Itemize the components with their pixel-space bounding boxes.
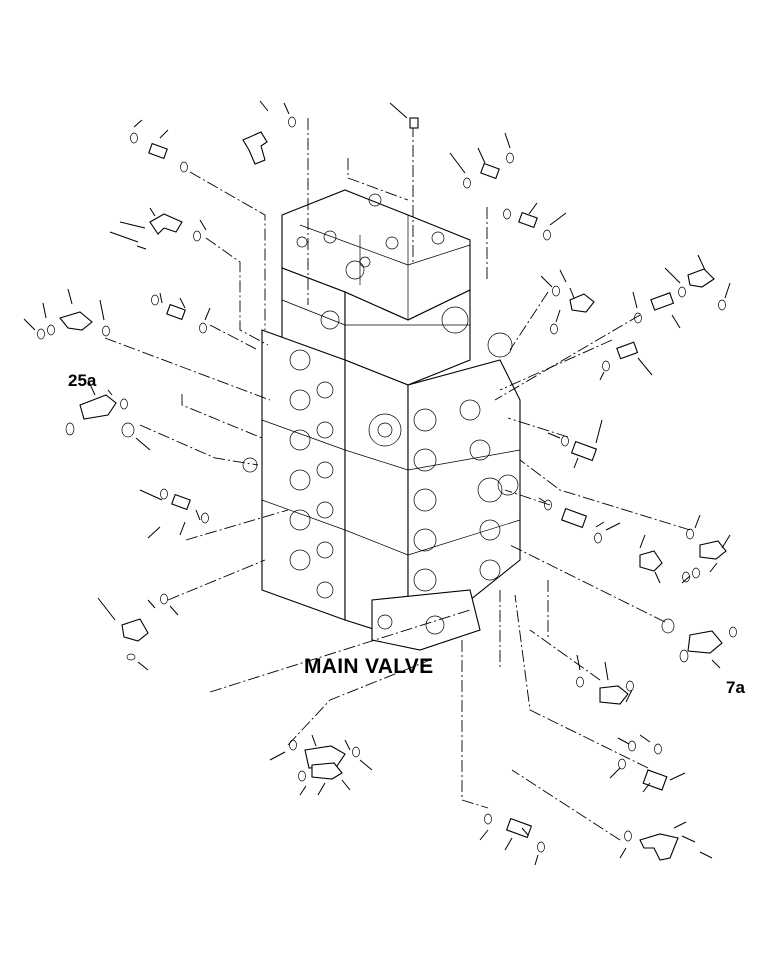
- callout-25a: 25a: [68, 371, 97, 390]
- fittings: [23, 100, 737, 866]
- callout-7a: 7a: [726, 678, 745, 697]
- leader-lines: [104, 118, 691, 841]
- main-valve-body: [242, 189, 521, 651]
- diagram-title: MAIN VALVE: [304, 655, 434, 678]
